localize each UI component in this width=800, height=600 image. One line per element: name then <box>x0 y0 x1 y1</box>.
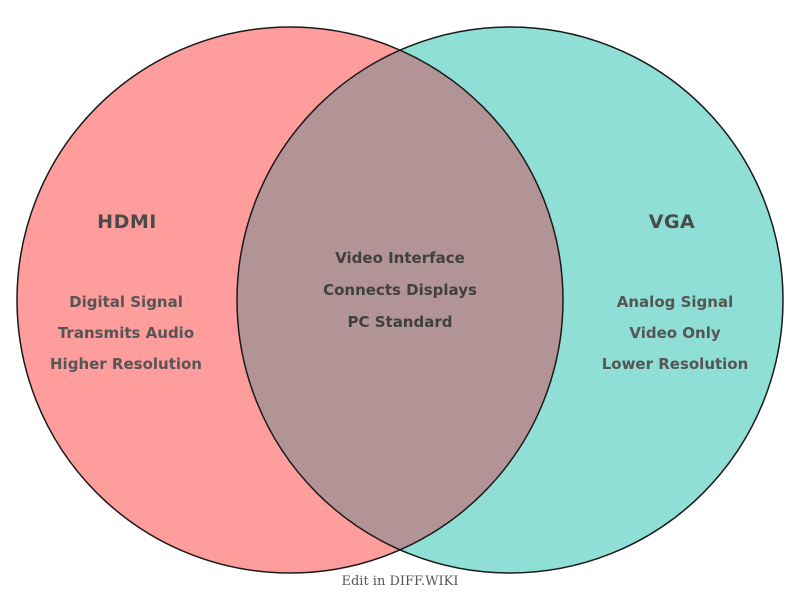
left-title-hdmi: HDMI <box>97 211 157 233</box>
left-item: Higher Resolution <box>50 355 202 373</box>
left-circle-outline <box>16 26 564 574</box>
right-items-list: Analog Signal Video Only Lower Resolutio… <box>602 293 749 373</box>
right-item: Analog Signal <box>616 293 734 311</box>
right-item: Lower Resolution <box>601 355 749 373</box>
center-item: PC Standard <box>347 313 453 331</box>
overlap-region <box>237 27 563 573</box>
right-title-vga: VGA <box>648 211 696 233</box>
right-circle-outline <box>236 26 784 574</box>
left-item: Transmits Audio <box>57 324 195 342</box>
right-item: Video Only <box>629 324 721 342</box>
center-item: Connects Displays <box>323 281 477 299</box>
center-items-list: Video Interface Connects Displays PC Sta… <box>323 249 477 331</box>
edit-in-diffwiki-link[interactable]: Edit in DIFF.WIKI <box>341 574 459 589</box>
left-item: Digital Signal <box>69 293 183 311</box>
left-items-list: Digital Signal Transmits Audio Higher Re… <box>50 293 202 373</box>
center-item: Video Interface <box>335 249 465 267</box>
